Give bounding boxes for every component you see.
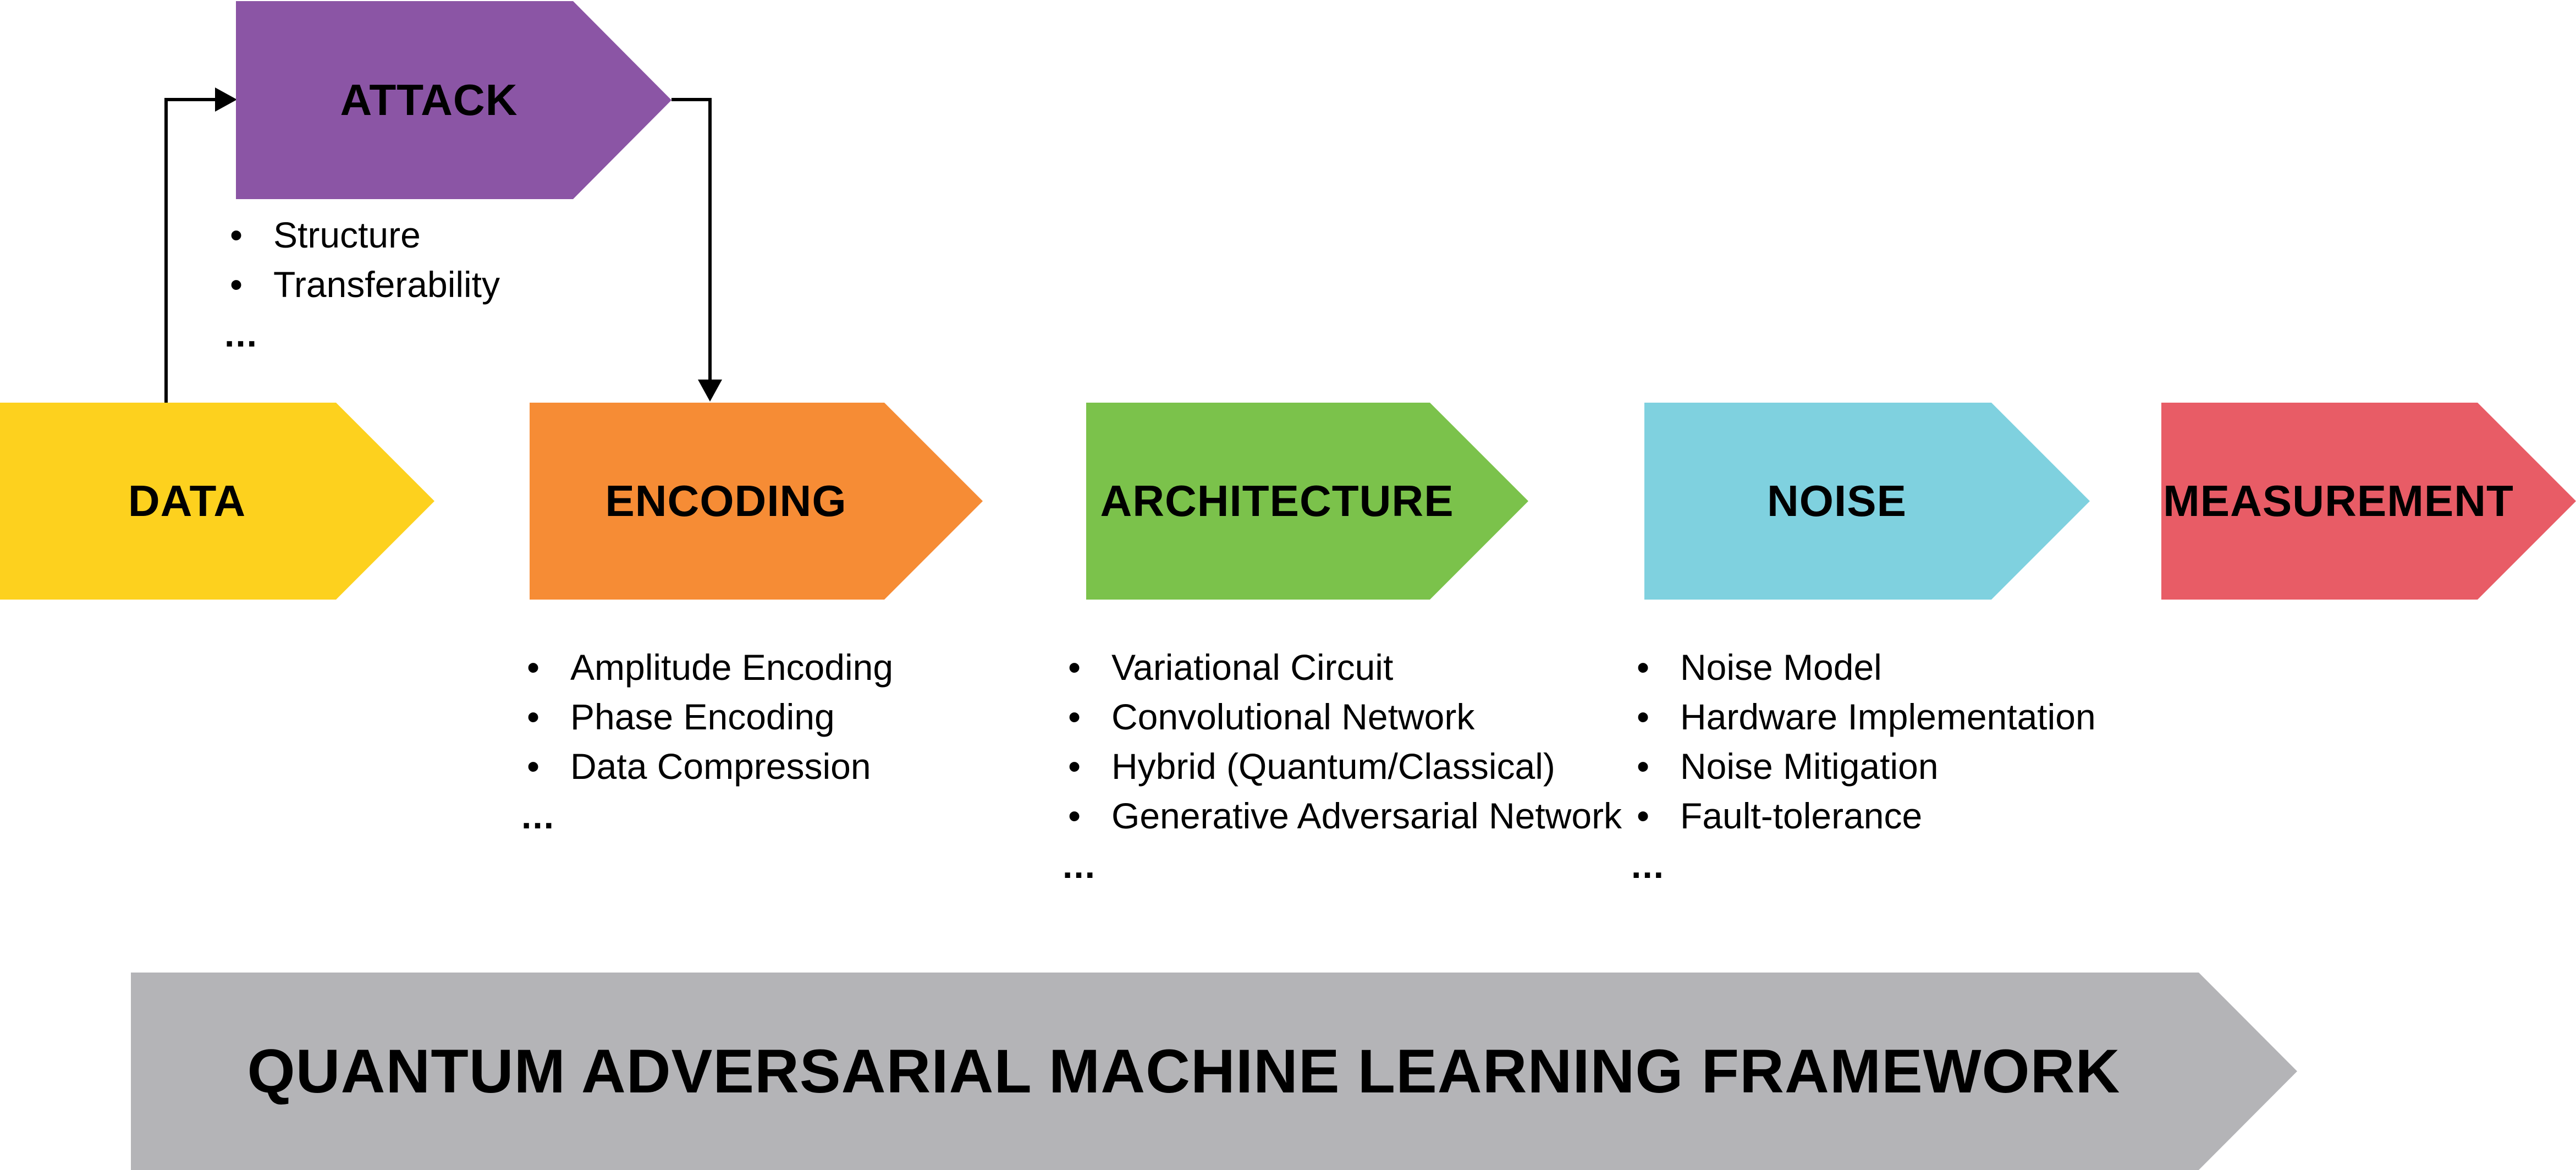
encoding-label: ENCODING xyxy=(605,476,847,525)
list-item-text: Noise Model xyxy=(1680,647,1882,688)
list-item-ellipsis: ... xyxy=(224,309,719,359)
noise-arrow: NOISE xyxy=(1644,403,2090,600)
framework-banner-title: QUANTUM ADVERSARIAL MACHINE LEARNING FRA… xyxy=(247,1037,2121,1106)
list-item-text: Variational Circuit xyxy=(1111,647,1394,688)
list-item: • Noise Mitigation xyxy=(1631,741,2198,791)
list-item: • Hybrid (Quantum/Classical) xyxy=(1063,741,1629,791)
connector-attack-to-encoding-horizontal xyxy=(671,98,712,101)
bullet-icon: • xyxy=(1068,696,1081,737)
architecture-arrow: ARCHITECTURE xyxy=(1086,403,1528,600)
encoding-list: • Amplitude Encoding • Phase Encoding • … xyxy=(521,642,1027,841)
list-item-text: Generative Adversarial Network xyxy=(1111,795,1622,836)
measurement-label: MEASUREMENT xyxy=(2163,476,2514,525)
list-item-text: Hybrid (Quantum/Classical) xyxy=(1111,746,1555,787)
list-item: • Variational Circuit xyxy=(1063,642,1629,692)
list-item-text: Data Compression xyxy=(570,746,871,787)
list-item: • Fault-tolerance xyxy=(1631,791,2198,841)
list-item-text: Transferability xyxy=(273,264,500,305)
list-item-text: Hardware Implementation xyxy=(1680,696,2096,737)
list-item-text: Phase Encoding xyxy=(570,696,835,737)
arrowhead-into-attack-icon xyxy=(215,87,237,112)
list-item: • Transferability xyxy=(224,260,719,309)
data-label: DATA xyxy=(128,476,246,525)
ellipsis-text: ... xyxy=(521,795,555,836)
list-item-ellipsis: ... xyxy=(1063,841,1629,890)
list-item: • Generative Adversarial Network xyxy=(1063,791,1629,841)
ellipsis-text: ... xyxy=(1063,845,1097,886)
bullet-icon: • xyxy=(1637,746,1650,787)
bullet-icon: • xyxy=(527,746,540,787)
attack-label: ATTACK xyxy=(340,75,518,124)
bullet-icon: • xyxy=(1068,647,1081,688)
list-item-text: Structure xyxy=(273,215,421,255)
bullet-icon: • xyxy=(527,647,540,688)
connector-data-to-attack-vertical xyxy=(164,98,168,403)
list-item-ellipsis: ... xyxy=(1631,841,2198,890)
bullet-icon: • xyxy=(1637,795,1650,836)
list-item-text: Convolutional Network xyxy=(1111,696,1475,737)
list-item-text: Fault-tolerance xyxy=(1680,795,1923,836)
list-item-ellipsis: ... xyxy=(521,791,1027,841)
noise-list: • Noise Model • Hardware Implementation … xyxy=(1631,642,2198,890)
list-item-text: Amplitude Encoding xyxy=(570,647,894,688)
bullet-icon: • xyxy=(230,215,243,255)
list-item: • Noise Model xyxy=(1631,642,2198,692)
ellipsis-text: ... xyxy=(224,314,258,354)
connector-attack-to-encoding-vertical xyxy=(708,98,712,381)
list-item: • Convolutional Network xyxy=(1063,692,1629,741)
bullet-icon: • xyxy=(1068,795,1081,836)
connector-data-to-attack-horizontal xyxy=(164,98,215,101)
encoding-arrow: ENCODING xyxy=(530,403,983,600)
architecture-list: • Variational Circuit • Convolutional Ne… xyxy=(1063,642,1629,890)
framework-banner-arrow: QUANTUM ADVERSARIAL MACHINE LEARNING FRA… xyxy=(131,973,2297,1170)
list-item-text: Noise Mitigation xyxy=(1680,746,1939,787)
bullet-icon: • xyxy=(527,696,540,737)
arrowhead-into-encoding-icon xyxy=(698,380,722,402)
list-item: • Structure xyxy=(224,210,719,260)
ellipsis-text: ... xyxy=(1631,845,1665,886)
bullet-icon: • xyxy=(230,264,243,305)
data-arrow: DATA xyxy=(0,403,434,600)
architecture-label: ARCHITECTURE xyxy=(1100,476,1454,525)
attack-arrow: ATTACK xyxy=(236,1,671,199)
list-item: • Amplitude Encoding xyxy=(521,642,1027,692)
measurement-arrow: MEASUREMENT xyxy=(2161,403,2576,600)
list-item: • Phase Encoding xyxy=(521,692,1027,741)
bullet-icon: • xyxy=(1637,647,1650,688)
noise-label: NOISE xyxy=(1767,476,1907,525)
list-item: • Hardware Implementation xyxy=(1631,692,2198,741)
bullet-icon: • xyxy=(1637,696,1650,737)
list-item: • Data Compression xyxy=(521,741,1027,791)
bullet-icon: • xyxy=(1068,746,1081,787)
attack-list: • Structure • Transferability ... xyxy=(224,210,719,359)
